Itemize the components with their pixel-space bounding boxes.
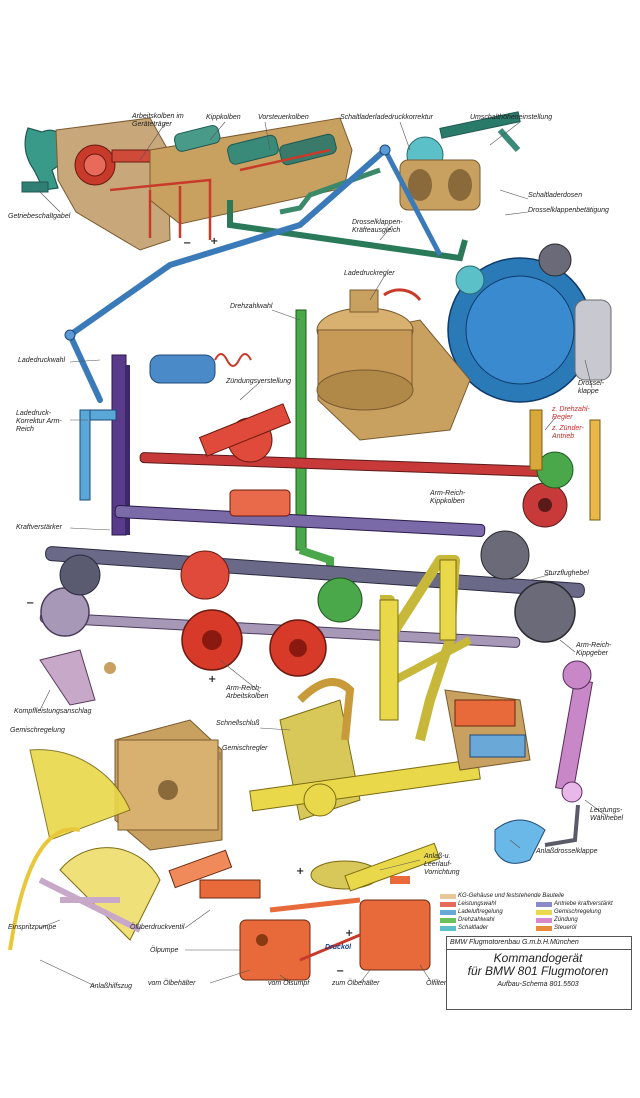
label-einspritzpumpe: Einspritzpumpe [8, 924, 57, 931]
label-ladedruck-korrektur: Ladedruck-Korrektur Arm-Reich [16, 410, 62, 433]
label-getriebeschaltgabel: Getriebeschaltgabel [8, 213, 71, 220]
diagram-title: Kommandogerät [493, 951, 583, 965]
legend-item: Schaltlader [458, 925, 489, 931]
label-kompflleistungsanschlag: Kompflleistungsanschlag [14, 708, 92, 715]
legend-swatch [536, 918, 552, 923]
label-anlass-leerlauf: Anlaß-u. Leerlauf-Vorrichtung [424, 853, 460, 876]
label-drehzahl-regler: z. Drehzahl-Regler [552, 406, 590, 421]
legend-swatch [440, 926, 456, 931]
legend-swatch [536, 926, 552, 931]
plus-sign: + [296, 866, 305, 877]
legend-item: Gemischregelung [554, 909, 602, 915]
legend-swatch [536, 902, 552, 907]
gemischregelung-frame [379, 555, 472, 742]
legend-item: Leistungswahl [458, 901, 497, 907]
label-drosselklappe: Drossel-klappe [578, 380, 605, 395]
label-vorsteuerkolben: Vorsteuerkolben [258, 114, 309, 121]
label-gemischregelung: Gemischregelung [10, 727, 65, 734]
diagram-subtitle: für BMW 801 Flugmotoren [467, 964, 609, 978]
steueroel-block [444, 689, 531, 771]
label-ladedruckregler: Ladedruckregler [344, 270, 395, 277]
label-oeluberdruckventil: Ölüberdruckventil [130, 924, 185, 931]
legend-swatch [440, 918, 456, 923]
label-gemischregler: Gemischregler [222, 745, 268, 752]
ladedruckregler-part [316, 288, 471, 441]
label-schaltlader-korrektur: Schaltladerladedruckkorrektur [340, 114, 433, 121]
legend-swatch [440, 902, 456, 907]
legend-item: Drehzahlwahl [458, 917, 495, 923]
legend-item: Steueröl [554, 925, 577, 931]
label-anlassdrosselklappe: Anlaßdrosselklappe [536, 848, 598, 855]
color-legend: KG-Gehäuse und feststehende Bauteile Lei… [440, 893, 630, 934]
label-schaltladerdosen: Schaltladerdosen [528, 192, 583, 199]
plus-sign: + [208, 674, 217, 685]
legend-item: Antriebe kraftverstärkt [554, 901, 613, 907]
label-drehzahlwahl: Drehzahlwahl [230, 303, 273, 310]
label-arbeitskolben-traeger: Arbeitskolben im Geräteträger [132, 113, 184, 128]
label-arm-reich-arbeitskolben: Arm-Reich-Arbeitskolben [226, 685, 269, 700]
legend-swatch [536, 910, 552, 915]
spring-piston [149, 353, 252, 384]
label-zum-oelbehaelter: zum Ölbehälter [332, 980, 380, 987]
kolben-assembly [109, 117, 353, 240]
anlass-leerlauf-part [310, 842, 441, 892]
label-arm-reich-kippkolben: Arm-Reich-Kippkolben [430, 490, 466, 505]
plus-sign: + [210, 236, 219, 247]
label-vom-oelbehaelter: vom Ölbehälter [148, 980, 196, 987]
gemischregler-part [249, 678, 481, 821]
legend-item: Ladeluftregelung [458, 909, 503, 915]
plus-sign: + [345, 928, 354, 939]
oil-system [168, 849, 431, 981]
red-gears [180, 403, 327, 677]
drosselklappe-assembly [447, 243, 612, 403]
label-schnellschluss: Schnellschluß [216, 720, 260, 727]
green-gears [317, 409, 601, 623]
minus-sign: − [183, 238, 192, 249]
leistungswaehlhebel-part [494, 660, 593, 864]
label-arm-reich-kippgeber: Arm-Reich-Kippgeber [576, 642, 612, 657]
label-umschalthoehe: Umschalthöheneinstellung [470, 114, 553, 121]
title-block [446, 936, 632, 1010]
legend-swatch [440, 894, 456, 899]
purple-gears [40, 482, 576, 643]
label-kippkolben: Kippkolben [206, 114, 241, 121]
ladedruck-linkage [64, 144, 443, 403]
label-sturzflughebel: Sturzflughebel [544, 570, 589, 577]
leader-lines [37, 121, 606, 987]
legend-item: Zündung [554, 917, 578, 923]
scheme-number: Aufbau-Schema 801.5503 [497, 981, 579, 988]
einspritzpumpe-part [8, 719, 223, 951]
manufacturer-line: BMW Flugmotorenbau G.m.b.H.München [450, 939, 579, 946]
label-anlasshilfszug: Anlaßhilfszug [90, 983, 133, 990]
label-drosselklappen-kraft: Drosselklappen-Kräfteausgleich [352, 219, 403, 234]
label-druckoel: Drucköl [325, 944, 352, 951]
schaltlader-part [399, 111, 521, 211]
title-divider [446, 949, 632, 950]
kompfleistungsanschlag-part [39, 649, 116, 706]
label-zuendungsverstellung: Zündungsverstellung [226, 378, 291, 385]
label-kraftverstaerker: Kraftverstärker [16, 524, 62, 531]
minus-sign: − [26, 598, 35, 609]
label-ladedruckwahl: Ladedruckwahl [18, 357, 66, 364]
purple-rack [79, 354, 130, 536]
label-oelpumpe: Ölpumpe [150, 947, 179, 954]
label-oelfilter: Ölfilter [426, 980, 447, 987]
minus-sign: − [336, 966, 345, 977]
label-zuender-antrieb: z. Zünder-Antrieb [552, 425, 584, 440]
legend-swatch [440, 910, 456, 915]
legend-item: KG-Gehäuse und feststehende Bauteile [458, 893, 565, 899]
label-leistungswaehlhebel: Leistungs-Wählhebel [590, 807, 624, 822]
label-drosselklappen-betaetigung: Drosselklappenbetätigung [528, 207, 609, 214]
label-vom-oelsumpf: vom Ölsumpf [268, 980, 310, 987]
